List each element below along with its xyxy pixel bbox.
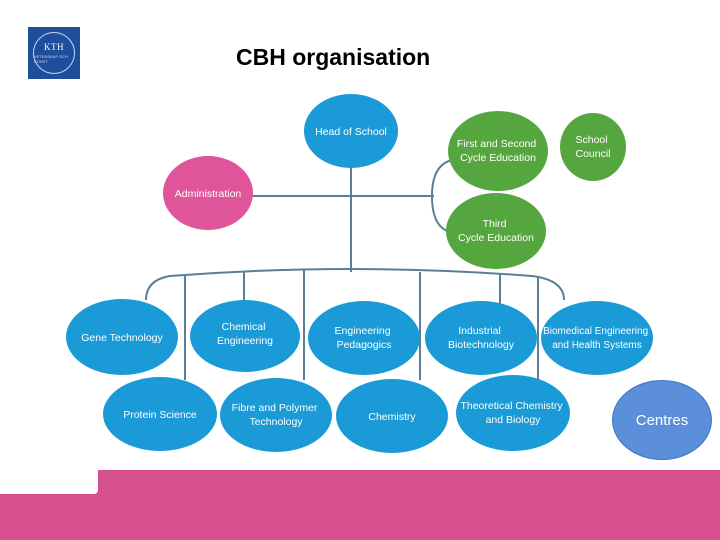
centres-label: Centres <box>635 411 689 429</box>
dept-fibre-polymer-shape <box>220 378 332 452</box>
chemical-engineering-line-1: Chemical <box>222 321 266 333</box>
dept-engineering-pedagogics: Engineering Pedagogics <box>308 301 420 375</box>
dept-industrial-biotechnology-label: Industrial Biotechnology <box>448 325 515 351</box>
dept-biomedical-engineering-label: Biomedical Engineering and Health System… <box>543 326 651 351</box>
first-second-cycle-shape <box>448 111 548 191</box>
footer-notch <box>0 466 98 494</box>
dept-gene-technology-shape <box>66 299 178 375</box>
first-second-cycle-label: First and Second Cycle Education <box>457 138 539 164</box>
dept-fibre-polymer: Fibre and Polymer Technology <box>220 378 332 452</box>
dept-theoretical-chemistry-label: Theoretical Chemistry and Biology <box>460 400 565 426</box>
dept-chemical-engineering: Chemical Engineering <box>190 300 300 372</box>
centres-node: Centres <box>612 380 712 460</box>
connector-lines <box>145 159 565 380</box>
education-bracket <box>430 159 453 233</box>
kth-logo: KTH VETENSKAP OCH KONST <box>28 27 80 79</box>
dept-chemical-engineering-label: Chemical Engineering <box>217 321 273 347</box>
slide-title: CBH organisation <box>236 44 431 70</box>
dept-gene-technology: Gene Technology <box>66 299 178 375</box>
departments-arc <box>145 268 565 301</box>
dept-protein-science: Protein Science <box>103 377 217 451</box>
third-cycle-line-2: Cycle Education <box>458 232 534 244</box>
third-cycle-label: Third Cycle Education <box>458 218 534 244</box>
industrial-biotechnology-line-2: Biotechnology <box>448 339 515 351</box>
dept-chemistry-shape <box>336 379 448 453</box>
dept-protein-science-shape <box>103 377 217 451</box>
dept-industrial-biotechnology-shape <box>425 301 537 375</box>
chemistry-line-1: Chemistry <box>368 411 416 423</box>
industrial-biotechnology-line-1: Industrial <box>458 325 501 337</box>
head-node-shape <box>304 94 398 168</box>
dept-chemistry: Chemistry <box>336 379 448 453</box>
biomedical-engineering-line-1: Biomedical Engineering <box>543 326 648 337</box>
footer-band <box>0 470 720 540</box>
first-second-cycle-node: First and Second Cycle Education <box>448 111 548 191</box>
dept-biomedical-engineering-shape <box>541 301 653 375</box>
dept-chemical-engineering-shape <box>190 300 300 372</box>
dept-protein-science-label: Protein Science <box>123 409 197 421</box>
theoretical-chemistry-line-1: Theoretical Chemistry <box>460 400 563 412</box>
dept-engineering-pedagogics-shape <box>308 301 420 375</box>
protein-science-line-1: Protein Science <box>123 409 197 421</box>
school-council-node: School Council <box>560 113 626 181</box>
admin-label-line-1: Administration <box>175 188 242 200</box>
dept-gene-technology-label: Gene Technology <box>81 332 163 344</box>
first-second-line-1: First and Second <box>457 138 537 150</box>
kth-logo-subtext: VETENSKAP OCH KONST <box>34 54 68 64</box>
dept-biomedical-engineering: Biomedical Engineering and Health System… <box>541 301 653 375</box>
dept-industrial-biotechnology: Industrial Biotechnology <box>425 301 537 375</box>
dept-theoretical-chemistry-shape <box>456 375 570 451</box>
fibre-polymer-line-1: Fibre and Polymer <box>232 402 318 414</box>
admin-node: Administration <box>163 156 253 230</box>
dept-fibre-polymer-label: Fibre and Polymer Technology <box>232 402 321 428</box>
third-cycle-node: Third Cycle Education <box>446 193 546 269</box>
gene-technology-line-1: Gene Technology <box>81 332 163 344</box>
school-council-shape <box>560 113 626 181</box>
head-node: Head of School <box>304 94 398 168</box>
org-chart: Head of School Administration First and … <box>66 94 653 453</box>
head-node-label: Head of School <box>315 126 387 138</box>
kth-logo-text: KTH <box>44 42 64 52</box>
school-council-line-2: Council <box>575 148 610 160</box>
admin-node-label: Administration <box>175 188 242 200</box>
engineering-pedagogics-line-2: Pedagogics <box>337 339 392 351</box>
fibre-polymer-line-2: Technology <box>249 416 303 428</box>
school-council-line-1: School <box>575 134 607 146</box>
third-cycle-shape <box>446 193 546 269</box>
dept-theoretical-chemistry: Theoretical Chemistry and Biology <box>456 375 570 451</box>
admin-node-shape <box>163 156 253 230</box>
biomedical-engineering-line-2: and Health Systems <box>552 340 642 351</box>
dept-chemistry-label: Chemistry <box>368 411 416 423</box>
school-council-label: School Council <box>575 134 610 160</box>
first-second-line-2: Cycle Education <box>460 152 536 164</box>
head-label-line-1: Head of School <box>315 126 387 138</box>
dept-engineering-pedagogics-label: Engineering Pedagogics <box>335 325 394 351</box>
kth-crest: KTH VETENSKAP OCH KONST <box>33 32 75 74</box>
engineering-pedagogics-line-1: Engineering <box>335 325 391 337</box>
third-cycle-line-1: Third <box>483 218 507 230</box>
theoretical-chemistry-line-2: and Biology <box>486 414 542 426</box>
chemical-engineering-line-2: Engineering <box>217 335 273 347</box>
